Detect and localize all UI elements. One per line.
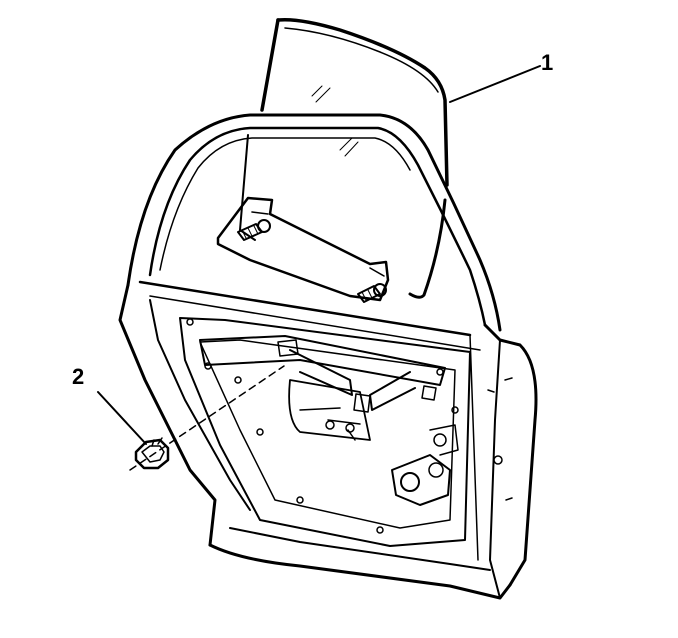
fastener-nut — [134, 437, 170, 470]
door-frame — [118, 113, 538, 600]
callout-label-1: 1 — [541, 50, 554, 75]
regulator-motor — [391, 424, 459, 506]
leader-line-1 — [449, 65, 541, 103]
glass-bracket — [216, 196, 390, 303]
callout-label-2: 2 — [72, 364, 85, 389]
bracket-bolt-upper — [237, 219, 271, 241]
bracket-bolt-lower — [357, 283, 387, 303]
leader-line-2 — [97, 391, 147, 445]
install-path-dashed-line — [129, 365, 285, 471]
window-glass — [239, 17, 449, 299]
inner-panel — [179, 317, 471, 547]
